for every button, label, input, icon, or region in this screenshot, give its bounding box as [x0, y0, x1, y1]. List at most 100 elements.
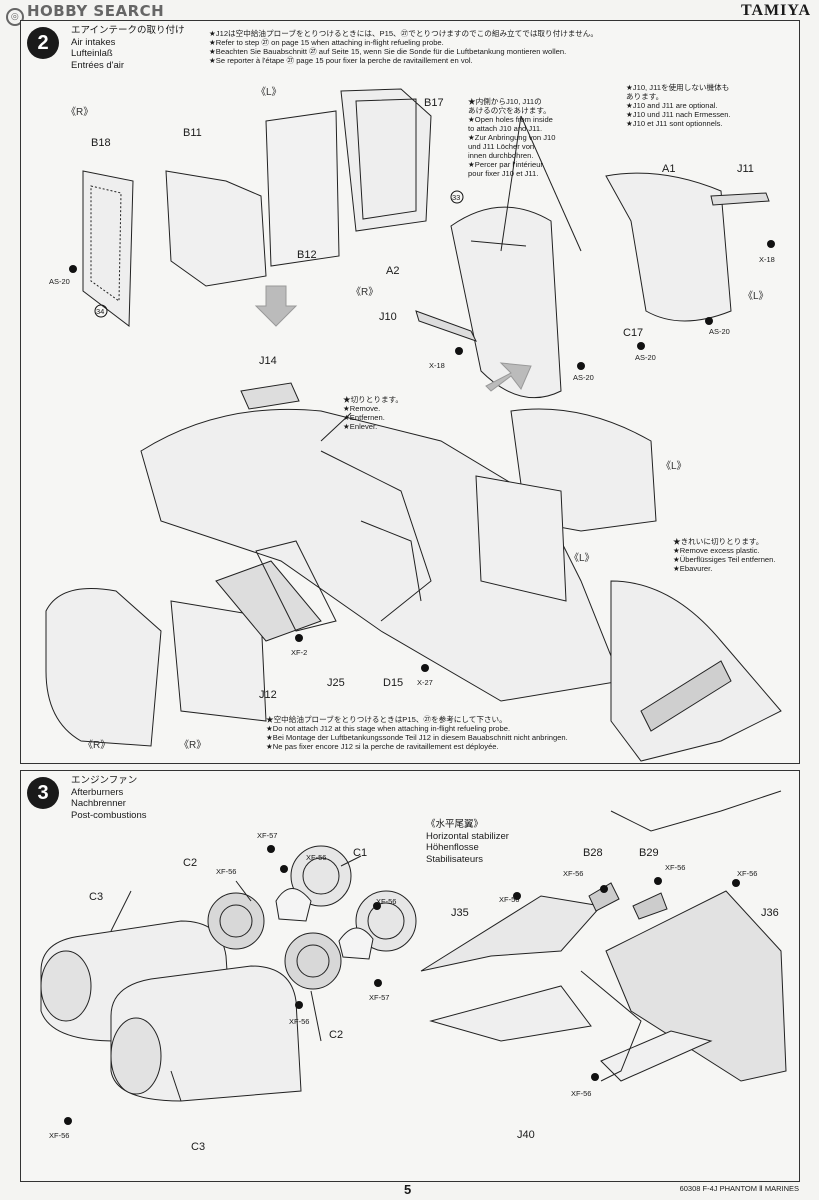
note-line: ★J10, J11を使用しない機体も	[626, 83, 730, 92]
paint-label: XF-57	[369, 993, 390, 1002]
note-line: ★Beachten Sie Bauabschnitt ㉗ auf Seite 1…	[209, 47, 567, 56]
screw-label: AS-20	[49, 277, 70, 286]
step-2-panel: 2 エアインテークの取り付け Air intakes Lufteinlaß En…	[20, 20, 800, 764]
part-label: A1	[662, 163, 676, 175]
note-line: ★Ne pas fixer encore J12 si la perche de…	[266, 742, 499, 751]
callout-number: 33	[452, 193, 461, 202]
part-label: J10	[379, 311, 397, 323]
part-label: C3	[191, 1141, 206, 1153]
note-line: ★J10 et J11 sont optionnels.	[626, 119, 723, 128]
note-line: ★Remove.	[343, 404, 381, 413]
screw-label: AS-20	[635, 353, 656, 362]
title-de: Lufteinlaß	[71, 48, 113, 59]
step-titles: エンジンファン Afterburners Nachbrenner Post-co…	[71, 775, 147, 821]
title-de: Höhenflosse	[426, 842, 479, 853]
title-fr: Entrées d'air	[71, 59, 125, 71]
paint-label: XF-56	[376, 897, 397, 906]
product-code: 60308 F-4J PHANTOM Ⅱ MARINES	[679, 1184, 799, 1193]
note-line: to attach J10 and J11.	[468, 124, 543, 133]
part-label: C3	[89, 891, 104, 903]
side-mark: 《R》	[66, 107, 94, 118]
title-ja: エンジンファン	[71, 775, 138, 786]
screw-label: X-18	[429, 361, 445, 370]
part-label: J14	[259, 355, 277, 367]
note-line: ★Do not attach J12 at this stage when at…	[266, 724, 511, 733]
note-line: ★切りとります。	[343, 395, 403, 404]
note-line: ★内側からJ10, J11の	[468, 97, 542, 106]
screw-label: AS-20	[573, 373, 594, 382]
note-line: ★Se reporter à l'étape ㉗ page 15 pour fi…	[209, 56, 473, 65]
note-line: ★空中給油プローブをとりつけるときはP15、㉗を参考にして下さい。	[266, 715, 507, 724]
step-number: 3	[27, 777, 59, 809]
step-titles: エアインテークの取り付け Air intakes Lufteinlaß Entr…	[71, 25, 185, 71]
screw-label: XF-2	[291, 648, 308, 657]
watermark-text: HOBBY SEARCH	[27, 2, 165, 20]
title-en: Air intakes	[71, 36, 116, 48]
note-line: und J11 Löcher von	[468, 142, 535, 151]
watermark-logo-icon: ◎	[6, 8, 24, 26]
callout-number: 34	[96, 307, 105, 316]
part-label: J25	[327, 677, 345, 689]
note-line: pour fixer J10 et J11.	[468, 169, 539, 178]
side-mark: 《R》	[179, 740, 207, 751]
note-excess-plastic: ★きれいに切りとります。 ★Remove excess plastic. ★Üb…	[673, 537, 776, 573]
step-3-illustration	[40, 790, 787, 1125]
part-label: B29	[639, 847, 659, 859]
note-line: ★Überflüssiges Teil entfernen.	[673, 555, 776, 564]
part-label: B17	[424, 97, 444, 109]
paint-label: XF-56	[665, 863, 686, 872]
note-line: ★Entfernen.	[343, 413, 385, 422]
note-refuel-probe: ★J12は空中給油プローブをとりつけるときには、P15、㉗でとりつけますのでこの…	[209, 29, 598, 65]
note-line: ★Open holes from inside	[468, 115, 553, 124]
part-label: C2	[183, 857, 198, 869]
paint-label: XF-56	[306, 853, 327, 862]
title-de: Nachbrenner	[71, 798, 126, 809]
paint-label: XF-56	[499, 895, 520, 904]
part-label: C1	[353, 847, 368, 859]
note-line: あります。	[626, 92, 664, 101]
part-label: J35	[451, 907, 469, 919]
note-optional: ★J10, J11を使用しない機体も あります。 ★J10 and J11 ar…	[626, 83, 731, 128]
part-label: J40	[517, 1129, 535, 1141]
paint-label: XF-56	[563, 869, 584, 878]
note-line: ★きれいに切りとります。	[673, 537, 764, 546]
side-mark: 《R》	[83, 740, 111, 751]
paint-label: XF-56	[49, 1131, 70, 1140]
title-en: Horizontal stabilizer	[426, 830, 509, 842]
note-line: ★Remove excess plastic.	[673, 546, 760, 555]
step-number: 2	[27, 27, 59, 59]
part-label: B12	[297, 249, 317, 261]
part-label: J12	[259, 689, 277, 701]
part-label: B28	[583, 847, 603, 859]
note-line: ★Enlever.	[343, 422, 378, 431]
title-en: Afterburners	[71, 786, 124, 798]
paint-label: XF-56	[289, 1017, 310, 1026]
note-line: innen durchbohren.	[468, 151, 534, 160]
part-label: J36	[761, 907, 779, 919]
note-remove: ★切りとります。 ★Remove. ★Entfernen. ★Enlever.	[343, 395, 403, 431]
step-3-panel: 3 エンジンファン Afterburners Nachbrenner Post-…	[20, 770, 800, 1182]
brand-logo: TAMIYA	[740, 2, 811, 19]
paint-label: XF-56	[216, 867, 237, 876]
part-label: D15	[383, 677, 404, 689]
stabilizer-titles: 《水平尾翼》 Horizontal stabilizer Höhenflosse…	[426, 819, 509, 865]
part-label: C17	[623, 327, 644, 339]
paint-label: XF-56	[571, 1089, 592, 1098]
watermark: ◎HOBBY SEARCH	[6, 2, 164, 26]
paint-label: XF-56	[737, 869, 758, 878]
note-line: ★Ebavurer.	[673, 564, 713, 573]
note-line: ★J10 and J11 are optional.	[626, 101, 718, 110]
side-mark: 《L》	[743, 291, 769, 302]
title-fr: Post-combustions	[71, 809, 147, 821]
note-line: ★J12は空中給油プローブをとりつけるときには、P15、㉗でとりつけますのでこの…	[209, 29, 598, 38]
note-line: あけるの穴をあけます。	[468, 106, 551, 115]
part-label: B11	[183, 127, 202, 139]
page-number: 5	[404, 1182, 412, 1197]
step-2-illustration	[45, 88, 782, 762]
part-label: B18	[91, 137, 111, 149]
screw-label: X-27	[417, 678, 433, 687]
side-mark: 《L》	[256, 87, 282, 98]
note-open-holes: ★内側からJ10, J11の あけるの穴をあけます。 ★Open holes f…	[468, 97, 555, 178]
note-j12: ★空中給油プローブをとりつけるときはP15、㉗を参考にして下さい。 ★Do no…	[266, 715, 568, 751]
side-mark: 《L》	[569, 553, 595, 564]
